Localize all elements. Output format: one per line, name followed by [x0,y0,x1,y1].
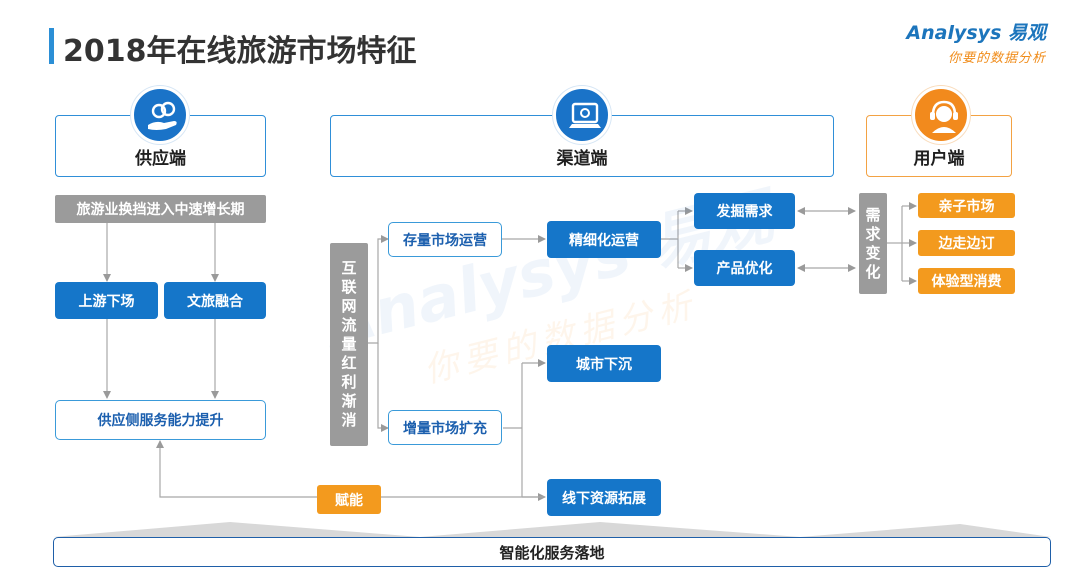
channel-header-label: 渠道端 [556,149,608,169]
hand-coins-icon [131,86,189,144]
upstream-node: 上游下场 [55,282,158,319]
supply-capability-node: 供应侧服务能力提升 [55,400,266,440]
page-title: 2018年在线旅游市场特征 [63,34,417,69]
demand-change-label: 需求变化 [859,193,887,294]
demand-change-text: 需求变化 [865,205,881,281]
offline-expand-node: 线下资源拓展 [547,479,661,516]
explore-demand-node: 发掘需求 [694,193,795,229]
increment-market-node: 增量市场扩充 [388,410,502,445]
user-header-label: 用户端 [913,149,965,169]
headset-user-icon [912,86,970,144]
logo-brand: Analysys 易观 [906,22,1046,44]
supply-header-label: 供应端 [135,149,186,169]
traffic-dividend-label: 互联网流量红利渐消 [330,243,368,446]
user-item-parent-child: 亲子市场 [918,193,1015,218]
culture-tourism-node: 文旅融合 [164,282,266,319]
refined-ops-node: 精细化运营 [547,221,661,258]
traffic-dividend-text: 互联网流量红利渐消 [341,259,357,429]
title-accent-bar [49,28,54,64]
user-item-book-on-the-go: 边走边订 [918,230,1015,256]
stock-market-node: 存量市场运营 [388,222,502,257]
empower-node: 赋能 [317,485,381,514]
city-sink-node: 城市下沉 [547,345,661,382]
smart-service-bar: 智能化服务落地 [53,537,1051,567]
logo-tagline: 你要的数据分析 [947,51,1046,66]
supply-growth-label: 旅游业换挡进入中速增长期 [55,195,266,223]
product-optimize-node: 产品优化 [694,250,795,286]
computer-icon [553,86,611,144]
user-item-experience: 体验型消费 [918,268,1015,294]
